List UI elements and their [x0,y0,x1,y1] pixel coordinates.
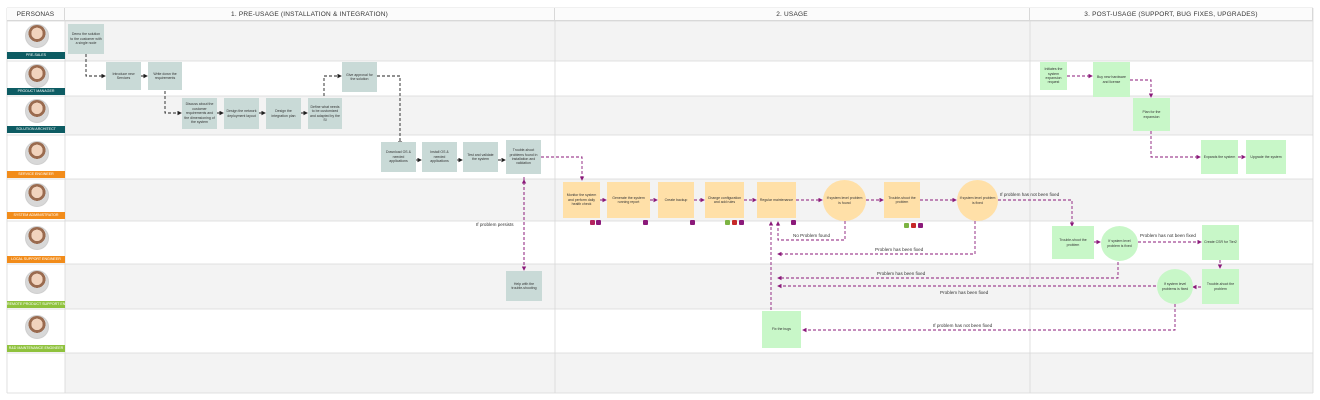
step-define-customization: Define what needs to be customized and a… [308,98,342,129]
avatar [25,270,49,294]
step-troubleshoot-installation: Trouble-shoot problems found in installa… [506,140,541,174]
tool-badge [590,220,595,225]
step-introduce-services: Introduce new Services [106,62,141,90]
persona-role-label: PRODUCT MANAGER [7,88,65,95]
persona-rd-maintenance-engineer: R&D MAINTENANCE ENGINEER [7,309,65,353]
edge-label-fixed-remote: Problem has been fixed [940,290,989,295]
persona-remote-product-support-engineer: REMOTE PRODUCT SUPPORT ENGINEER [7,264,65,309]
avatar [25,64,49,88]
edge-label-not-fixed-local: Problem has not been fixed [1140,233,1196,238]
step-install-os: Install OS & needed applications [422,142,457,172]
edge-label-no-problem: No Problem found [793,233,831,238]
step-give-approval: Give approval for the solution [342,62,377,92]
step-initiate-expansion: Initiates the system expansion request [1040,62,1067,90]
step-test-validate: Test and validate the system [463,142,498,172]
avatar [25,315,49,339]
black-flow-lines [85,54,506,163]
persona-role-label: SOLUTION ARCHITECT [7,126,65,133]
edge-label-not-fixed-admin: If problem has not been fixed [1000,192,1060,197]
decision-problem-fixed-remote: If system level problems is fixed [1157,269,1193,304]
step-plan-expansion: Plan for the expansion [1133,98,1170,131]
tool-badge [739,220,744,225]
step-download-os: Download OS & needed applications [381,142,416,172]
tool-badge [904,223,909,228]
step-create-backup: Create backup [658,182,694,218]
edge-label-fixed-local: Problem has been fixed [877,271,926,276]
step-create-csr: Create CSR for Tier2 [1202,225,1239,260]
step-help-troubleshooting: Help with the trouble-shooting [506,271,542,301]
phase-pre-usage-header: 1. PRE-USAGE (INSTALLATION & INTEGRATION… [65,8,555,21]
avatar [25,183,49,207]
tool-badge [791,220,796,225]
persona-role-label: PRE-SALES [7,52,65,59]
persona-solution-architect: SOLUTION ARCHITECT [7,96,65,135]
persona-role-label: R&D MAINTENANCE ENGINEER [7,345,65,352]
purple-flow-lines [521,73,1246,333]
tool-badge [725,220,730,225]
step-fix-bugs: Fix the bugs [762,311,801,348]
step-generate-report: Generate the system running report [607,182,650,218]
step-troubleshoot-remote: Trouble-shoot the problem [1202,269,1239,304]
decision-problem-fixed-local: If system level problem is fixed [1101,226,1138,261]
edge-label-problem-persists: If problem persists [476,222,514,227]
avatar [25,24,49,48]
persona-role-label: SYSTEM ADMINISTRATOR [7,212,65,219]
persona-system-administrator: SYSTEM ADMINISTRATOR [7,179,65,221]
persona-product-manager: PRODUCT MANAGER [7,61,65,96]
step-troubleshoot-local: Trouble-shoot the problem [1052,226,1094,259]
phase-usage-header: 2. USAGE [555,8,1030,21]
persona-role-label: LOCAL SUPPORT ENGINEER [7,256,65,263]
tool-badge [596,220,601,225]
tool-badge [732,220,737,225]
tool-badge [690,220,695,225]
phase-post-usage-header: 3. POST-USAGE (SUPPORT, BUG FIXES, UPGRA… [1030,8,1313,21]
persona-role-label: REMOTE PRODUCT SUPPORT ENGINEER [7,301,65,308]
persona-role-label: SERVICE ENGINEER [7,171,65,178]
step-demo-solution: Demo the solution to the customer with a… [68,24,104,54]
step-design-network-layout: Design the network deployment layout [224,98,259,129]
edge-label-fixed-admin: Problem has been fixed [875,247,924,252]
persona-service-engineer: SERVICE ENGINEER [7,135,65,179]
step-design-integration-plan: Design the integration plan [266,98,301,129]
avatar [25,226,49,250]
step-write-requirements: Write down the requirements [148,62,182,90]
step-change-configuration: Change configuration and add rules [705,182,744,218]
persona-pre-sales: PRE-SALES [7,21,65,61]
step-upgrade-system: Upgrade the system [1246,140,1286,174]
step-regular-maintenance: Regular maintenance [757,182,796,218]
step-discuss-requirements: Discuss about the customer requirements … [182,98,217,129]
persona-local-support-engineer: LOCAL SUPPORT ENGINEER [7,221,65,264]
step-buy-hardware: Buy new hardware and license [1093,62,1130,97]
decision-problem-fixed-admin: If system level problem is fixed [957,180,998,221]
step-troubleshoot-admin: Trouble-shoot the problem [884,182,920,218]
tool-badge [918,223,923,228]
avatar [25,99,49,123]
avatar [25,141,49,165]
tool-badge [643,220,648,225]
tool-badge [911,223,916,228]
decision-system-problem-found: If system level problem is found [823,180,866,221]
edge-label-not-fixed-remote: If problem has not been fixed [933,323,993,328]
personas-header: PERSONAS [7,8,65,21]
step-expand-system: Expands the system [1201,140,1238,174]
step-monitor-system: Monitor the system and perform daily hea… [563,182,600,218]
